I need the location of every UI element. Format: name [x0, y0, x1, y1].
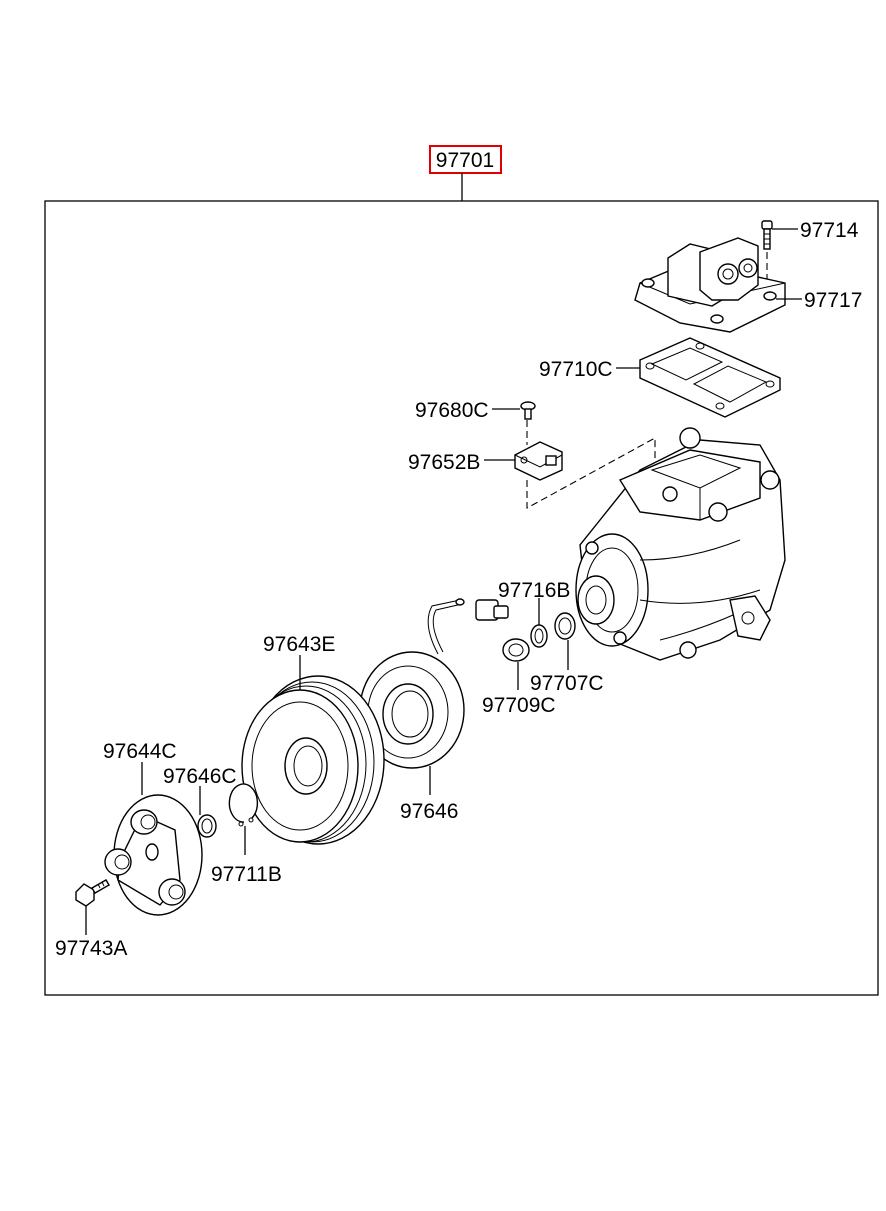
shim-97646c-drawing: [197, 814, 217, 838]
snap-ring-97711b-drawing: [228, 783, 259, 827]
label-97714[interactable]: 97714: [800, 219, 859, 242]
label-97743a[interactable]: 97743A: [55, 937, 127, 960]
screw-97680c-drawing: [520, 401, 536, 420]
bolt-97714-drawing: [761, 220, 773, 250]
label-97709c[interactable]: 97709C: [482, 694, 556, 717]
label-97711b[interactable]: 97711B: [211, 863, 282, 886]
shim-97709c-drawing: [502, 638, 530, 662]
assembly-part-number[interactable]: 97701: [436, 149, 494, 172]
field-coil-97646-drawing: [359, 651, 465, 769]
coil-wire-drawing: [427, 598, 509, 655]
label-97652b[interactable]: 97652B: [408, 451, 480, 474]
compressor-body-drawing: [575, 427, 786, 661]
pulley-97643e-drawing: [241, 675, 385, 845]
snap-ring-97716b-drawing: [530, 624, 548, 648]
service-valve-97717-drawing: [634, 237, 786, 333]
label-97644c[interactable]: 97644C: [103, 740, 177, 763]
assembly-highlight-box: [429, 145, 502, 174]
label-97646c[interactable]: 97646C: [163, 765, 237, 788]
label-97646[interactable]: 97646: [400, 800, 458, 823]
bearing-97707c-drawing: [554, 612, 576, 640]
sensor-97652b-drawing: [514, 441, 563, 481]
assembly-frame: [44, 200, 879, 996]
label-97680c[interactable]: 97680C: [415, 399, 489, 422]
pressure-plate-97644c-drawing: [104, 794, 203, 916]
label-97717[interactable]: 97717: [804, 289, 862, 312]
label-97716b[interactable]: 97716B: [498, 579, 570, 602]
gasket-97710c-drawing: [639, 337, 781, 418]
bolt-97743a-drawing: [75, 879, 110, 907]
label-97710c[interactable]: 97710C: [539, 358, 613, 381]
label-97643e[interactable]: 97643E: [263, 633, 335, 656]
label-97707c[interactable]: 97707C: [530, 672, 604, 695]
